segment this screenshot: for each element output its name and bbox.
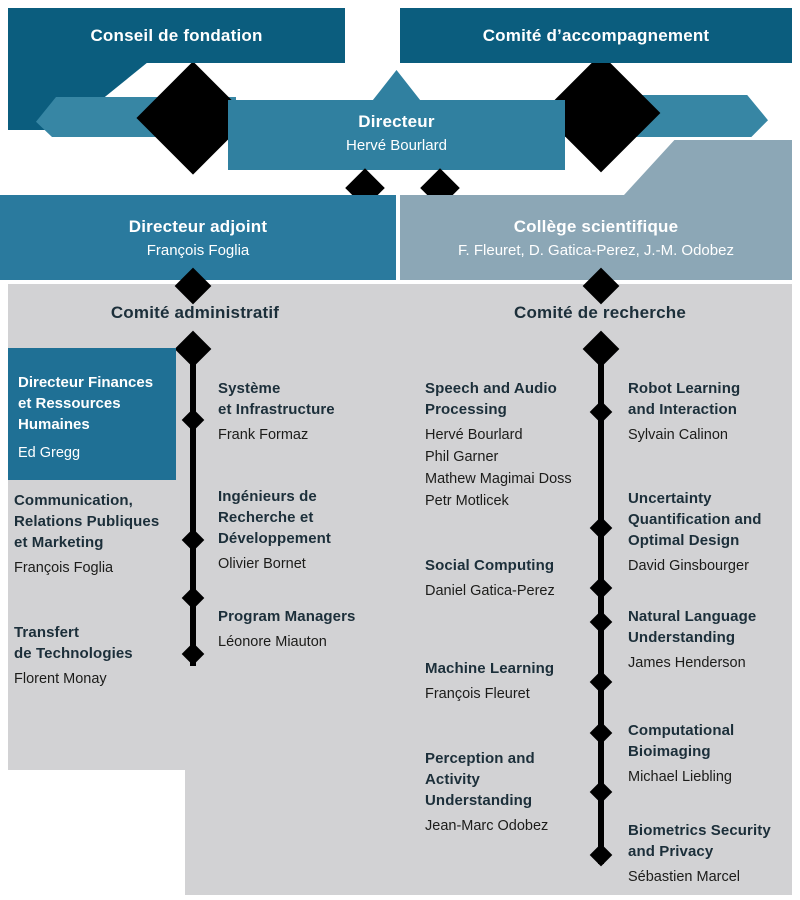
group-social-computing: Social Computing Daniel Gatica-Perez [425,555,605,602]
college-names: F. Fleuret, D. Gatica-Perez, J.-M. Odobe… [458,241,734,259]
group-machine-learning: Machine Learning François Fleuret [425,658,605,705]
group-names: Michael Liebling [628,769,732,785]
unit-ingenieurs-rd: Ingénieurs de Recherche et Développement… [218,486,398,575]
group-names: David Ginsbourger [628,558,749,574]
group-title: Social Computing [425,557,555,574]
group-title: Speech and Audio Processing [425,380,557,418]
group-title: Uncertainty Quantification and Optimal D… [628,490,762,549]
unit-names: Florent Monay [14,671,107,687]
group-title: Robot Learning and Interaction [628,380,741,418]
accompagnement-label: Comité d’accompagnement [482,25,710,45]
adjoint-name: François Foglia [146,241,250,259]
directeur-title: Directeur [358,112,435,131]
unit-title: Communication, Relations Publiques et Ma… [14,492,160,551]
unit-title: Système et Infrastructure [218,380,335,418]
group-names: Sébastien Marcel [628,869,741,885]
group-names: Jean-Marc Odobez [425,818,549,834]
group-title: Natural Language Understanding [628,608,757,646]
group-title: Computational Bioimaging [628,722,735,760]
unit-title: Ingénieurs de Recherche et Développement [218,488,331,547]
admin-spine-line [190,352,196,666]
group-names: Daniel Gatica-Perez [425,583,555,599]
unit-communication: Communication, Relations Publiques et Ma… [14,490,186,579]
college-tail-shape [624,140,792,195]
directeur-name: Hervé Bourlard [346,137,447,154]
unit-names: Olivier Bornet [218,556,306,572]
unit-title: Directeur Finances et Ressources Humaine… [18,374,154,433]
group-names: James Henderson [628,655,746,671]
group-title: Biometrics Security and Privacy [628,822,771,860]
unit-names: François Foglia [14,560,114,576]
group-biometrics-security: Biometrics Security and Privacy Sébastie… [628,820,796,888]
unit-directeur-finances: Directeur Finances et Ressources Humaine… [8,348,176,480]
heading-comite-administratif: Comité administratif [110,303,280,322]
recherche-spine-line [598,352,604,864]
group-title: Perception and Activity Understanding [425,750,535,809]
box-college-scientifique: Collège scientifique F. Fleuret, D. Gati… [400,195,792,280]
group-title: Machine Learning [425,660,555,677]
unit-names: Ed Gregg [18,445,81,461]
box-comite-accompagnement: Comité d’accompagnement [400,8,792,63]
box-directeur: Directeur Hervé Bourlard [228,70,565,170]
group-robot-learning: Robot Learning and Interaction Sylvain C… [628,378,796,446]
unit-program-managers: Program Managers Léonore Miauton [218,606,398,653]
group-names: Sylvain Calinon [628,427,728,443]
unit-names: Léonore Miauton [218,634,327,650]
box-directeur-adjoint: Directeur adjoint François Foglia [0,195,396,280]
college-title: Collège scientifique [513,216,679,236]
unit-names: Frank Formaz [218,427,309,443]
box-conseil-de-fondation: Conseil de fondation [8,8,345,63]
group-names: Hervé Bourlard Phil Garner Mathew Magima… [425,427,572,509]
gray-background-lower [185,770,792,895]
heading-comite-de-recherche: Comité de recherche [514,303,686,322]
group-speech-audio: Speech and Audio Processing Hervé Bourla… [425,378,605,512]
conseil-label: Conseil de fondation [90,25,263,45]
group-perception-activity: Perception and Activity Understanding Je… [425,748,605,837]
adjoint-title: Directeur adjoint [128,216,268,236]
unit-title: Program Managers [218,608,356,625]
group-names: François Fleuret [425,686,530,702]
unit-systeme-infrastructure: Système et Infrastructure Frank Formaz [218,378,398,446]
unit-title: Transfert de Technologies [14,624,133,662]
group-natural-language: Natural Language Understanding James Hen… [628,606,796,674]
unit-transfert-technologies: Transfert de Technologies Florent Monay [14,622,186,690]
group-computational-bioimaging: Computational Bioimaging Michael Lieblin… [628,720,796,788]
group-uncertainty-quantification: Uncertainty Quantification and Optimal D… [628,488,796,577]
